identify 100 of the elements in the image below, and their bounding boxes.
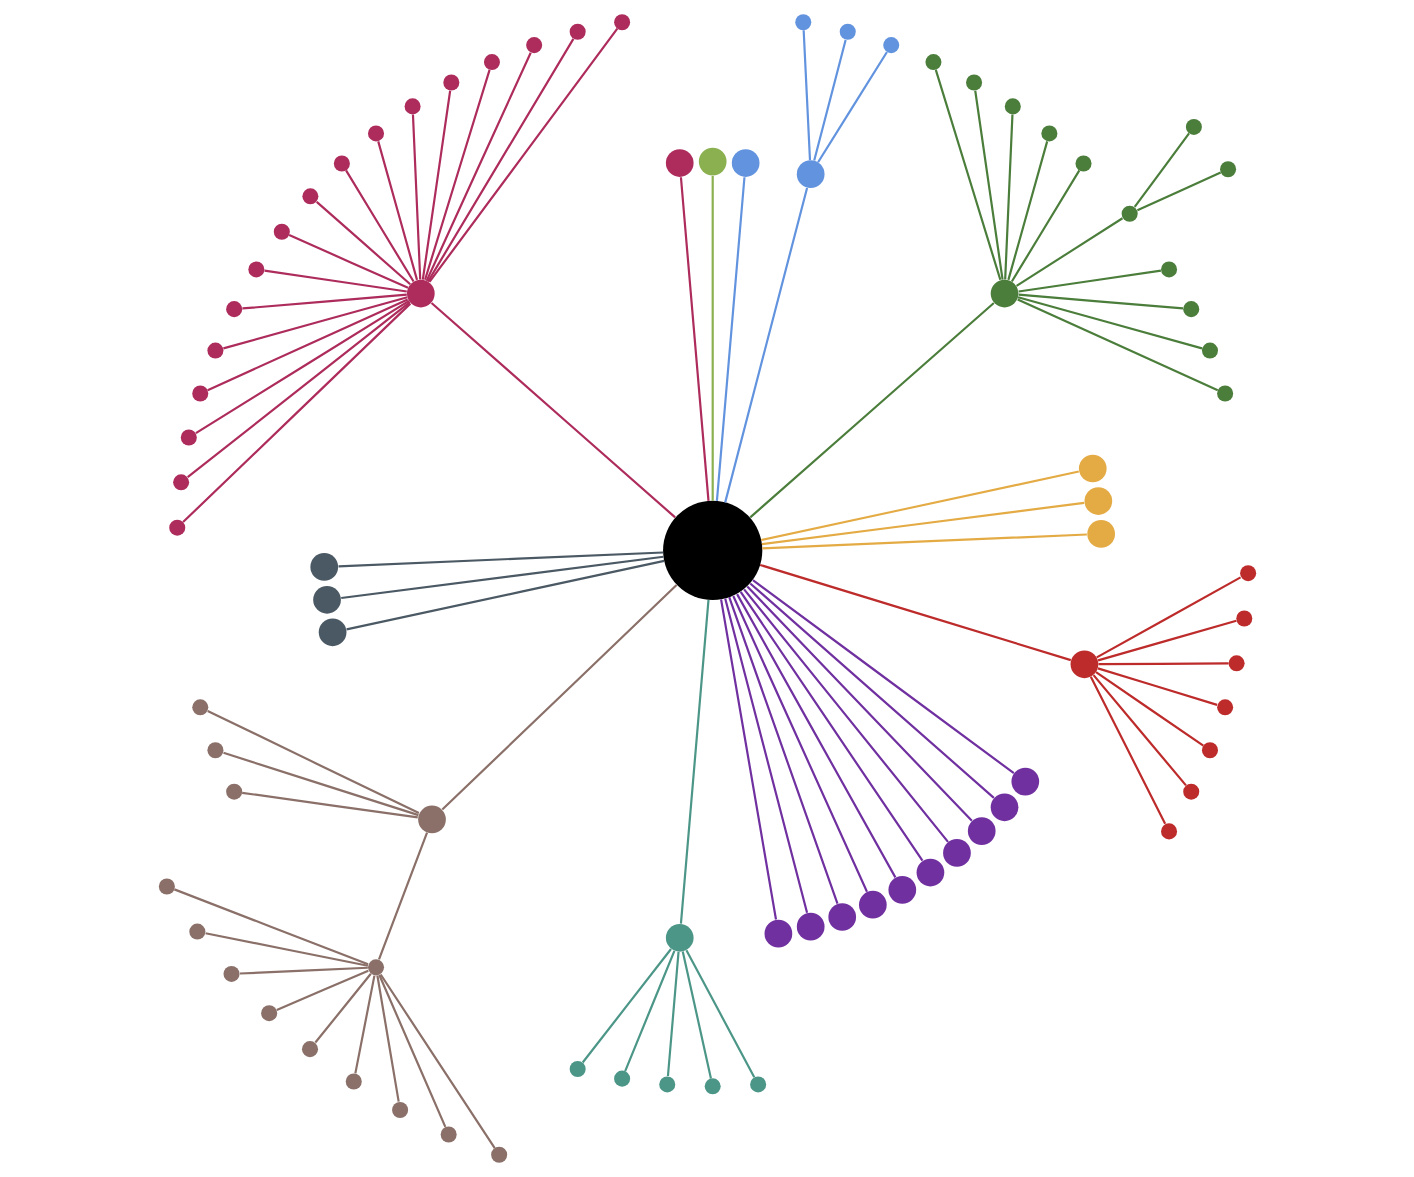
node-circle <box>1239 565 1256 582</box>
node-circle <box>168 519 185 536</box>
connector <box>181 302 411 523</box>
node-circle <box>525 37 542 54</box>
connector <box>222 751 419 817</box>
node-circle <box>188 923 205 940</box>
node-circle <box>301 1041 318 1058</box>
connector <box>581 948 672 1064</box>
connector <box>430 302 676 519</box>
node-circle <box>1086 520 1115 548</box>
node-circle <box>404 98 421 115</box>
node-circle <box>569 1061 586 1078</box>
connector <box>934 69 1001 281</box>
connector <box>1098 662 1229 666</box>
node-circle <box>839 23 856 40</box>
node-circle <box>887 876 916 904</box>
node-circle <box>483 54 500 71</box>
connector <box>719 599 777 920</box>
connector <box>379 973 496 1149</box>
node-circle <box>1182 783 1199 800</box>
connector <box>288 234 408 289</box>
connector <box>344 169 414 283</box>
connector <box>376 141 418 281</box>
connector <box>666 951 680 1077</box>
connector <box>204 932 368 967</box>
node-circle <box>658 1076 675 1093</box>
connector <box>1089 676 1166 825</box>
connector <box>1010 169 1080 283</box>
connector <box>441 584 677 811</box>
connector <box>340 555 664 600</box>
node-circle <box>704 1078 721 1095</box>
node-circle <box>858 890 887 919</box>
connector <box>345 559 664 631</box>
node-circle <box>247 261 264 278</box>
connector <box>222 296 408 350</box>
node-circle <box>440 1126 457 1143</box>
node-circle <box>965 74 982 91</box>
connector <box>275 969 369 1011</box>
node-circle <box>916 858 944 887</box>
node-circle <box>1216 699 1233 716</box>
connector <box>263 269 407 293</box>
connector <box>186 301 411 479</box>
connector <box>761 501 1084 546</box>
node-circle <box>731 149 760 177</box>
node-circle <box>333 155 350 172</box>
node-circle <box>172 474 189 491</box>
connector <box>1136 171 1221 212</box>
connector <box>816 51 888 163</box>
node-circle <box>990 793 1018 822</box>
connector <box>338 551 663 568</box>
node-circle <box>882 37 899 54</box>
node-circle <box>206 742 223 759</box>
node-circle <box>1121 205 1138 222</box>
node-circle <box>796 160 825 188</box>
connector <box>759 563 1071 662</box>
node-circle <box>613 14 630 31</box>
node-circle <box>223 965 240 982</box>
connector <box>423 69 491 281</box>
node-circle <box>1070 650 1098 679</box>
node-circle <box>794 14 811 31</box>
connector <box>751 579 1014 774</box>
connector <box>1133 132 1190 208</box>
node-circle <box>391 1102 408 1119</box>
connector <box>239 966 368 975</box>
node-circle <box>967 817 996 845</box>
connector <box>314 973 372 1044</box>
connector <box>715 177 746 502</box>
node-circle <box>318 618 346 647</box>
connector <box>1016 298 1218 392</box>
connector <box>679 599 710 924</box>
connector <box>411 114 421 280</box>
connector <box>1018 293 1183 310</box>
node-circle <box>490 1146 507 1163</box>
connector <box>760 470 1079 542</box>
node-circle <box>225 301 242 318</box>
node-circle <box>406 279 435 308</box>
node-circle <box>1201 742 1218 759</box>
node-circle <box>1160 261 1177 278</box>
node-circle <box>942 839 971 867</box>
connector <box>241 293 407 310</box>
node-circle <box>1185 118 1202 135</box>
node-circle <box>309 553 338 581</box>
connector <box>711 175 714 501</box>
node-circle <box>345 1073 362 1090</box>
connector <box>1097 667 1217 706</box>
connector <box>739 591 923 862</box>
connector <box>1017 296 1202 350</box>
node-circle <box>749 1076 766 1093</box>
connector <box>723 598 808 914</box>
node-circle <box>698 147 727 176</box>
node-circle <box>1228 655 1245 672</box>
connector <box>684 949 755 1078</box>
connector <box>679 177 710 502</box>
node-circle <box>924 54 941 71</box>
node-circle <box>665 923 694 952</box>
connector <box>377 974 446 1128</box>
connector <box>749 302 995 519</box>
connector <box>377 832 428 960</box>
connector <box>425 52 532 282</box>
node-circle <box>796 912 825 941</box>
